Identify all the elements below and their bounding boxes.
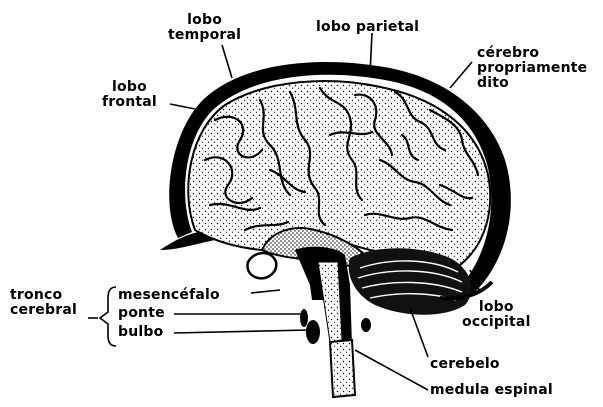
- spinal-cord: [330, 340, 355, 397]
- label-tronco-cerebral: tronco cerebral: [10, 288, 77, 318]
- tronco-bracket: [100, 287, 116, 346]
- label-ponte: ponte: [118, 306, 165, 321]
- label-mesencefalo: mesencéfalo: [118, 288, 220, 303]
- label-lobo-temporal: lobo temporal: [168, 13, 241, 43]
- brainstem-highlight: [318, 262, 342, 342]
- left-oval: [300, 309, 308, 327]
- label-cerebro-propriamente-dito: cérebro propriamente dito: [477, 46, 587, 91]
- bottom-oval: [306, 320, 320, 344]
- pituitary: [247, 253, 276, 278]
- label-bulbo: bulbo: [118, 325, 163, 340]
- label-cerebelo: cerebelo: [430, 357, 500, 372]
- label-lobo-frontal: lobo frontal: [102, 80, 157, 110]
- right-oval: [361, 318, 371, 332]
- label-lobo-occipital: lobo occipital: [462, 300, 531, 330]
- label-medula-espinal: medula espinal: [430, 383, 553, 398]
- label-lobo-parietal: lobo parietal: [316, 20, 419, 35]
